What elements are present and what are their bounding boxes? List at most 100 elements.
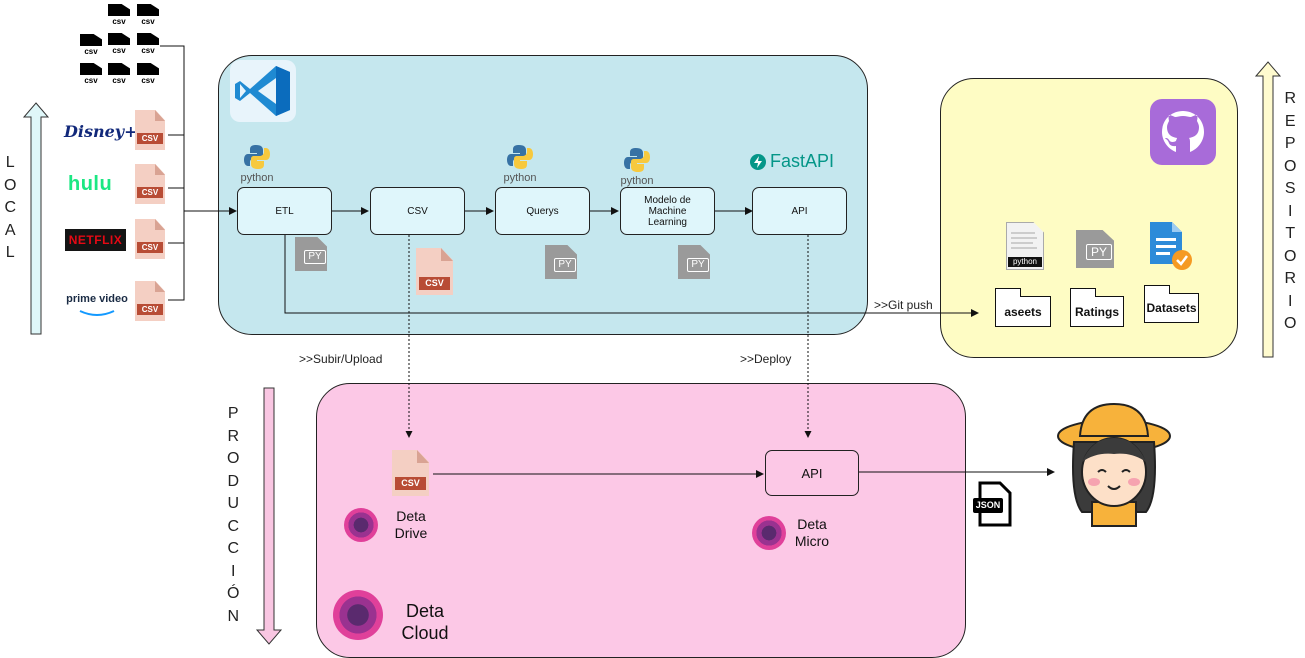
node-querys: Querys [495, 187, 590, 235]
csv-file-icon: CSV [392, 450, 429, 496]
py-file-icon: PY [1076, 230, 1114, 268]
side-label-letter: S [1284, 180, 1296, 197]
production-arrow [255, 387, 283, 645]
py-file-icon: PY [295, 237, 327, 271]
side-label-letter: C [4, 199, 16, 216]
netflix-logo: NETFLIX [65, 229, 126, 251]
local-arrow [22, 102, 50, 335]
csv-mini-icon: csv [80, 34, 102, 58]
side-label-letter: C [227, 540, 239, 557]
deta-cloud-icon [333, 590, 383, 640]
folder-label: Datasets [1146, 301, 1197, 315]
node-ml-model: Modelo de Machine Learning [620, 187, 715, 235]
folder-ratings: Ratings [1070, 288, 1124, 327]
git-push-label: >>Git push [874, 298, 933, 312]
side-label-letter: O [1284, 157, 1297, 175]
side-label-letter: R [1284, 90, 1296, 107]
csv-file-icon: CSV [416, 248, 453, 295]
csv-file-icon: CSV [135, 281, 165, 321]
csv-file-icon: CSV [135, 219, 165, 259]
python-doc-icon: python [1006, 222, 1044, 270]
disney-plus-logo: Disney+ [64, 122, 138, 141]
side-label-letter: E [1284, 112, 1296, 130]
document-check-icon [1150, 222, 1192, 270]
deta-micro-label: Deta Micro [794, 516, 830, 549]
csv-mini-icon: csv [108, 63, 130, 87]
python-logo: python [500, 144, 540, 184]
user-avatar [1057, 402, 1171, 527]
csv-mini-icon: csv [108, 33, 130, 57]
csv-file-icon: CSV [135, 110, 165, 150]
python-logo: python [617, 147, 657, 187]
side-label-letter: O [227, 450, 240, 467]
folder-label: aseets [1004, 304, 1042, 319]
side-label-letter: R [1284, 270, 1296, 287]
deta-micro-icon [752, 516, 786, 550]
side-label-letter: L [5, 244, 15, 261]
deta-drive-icon [344, 508, 378, 542]
side-label-letter: P [1284, 135, 1296, 152]
py-file-icon: PY [545, 245, 577, 279]
node-api: API [752, 187, 847, 235]
side-label-letter: L [5, 154, 15, 171]
deta-drive-label: Deta Drive [394, 508, 428, 541]
side-label-letter: O [4, 176, 17, 194]
node-csv: CSV [370, 187, 465, 235]
prime-smile-icon [79, 310, 115, 316]
csv-mini-icon: csv [137, 4, 159, 28]
deta-cloud-label: Deta Cloud [401, 601, 449, 643]
side-label-letter: D [227, 472, 239, 490]
source-bracket-line [160, 45, 185, 301]
side-label-letter: P [227, 405, 239, 422]
prime-video-logo: prime video [66, 293, 128, 323]
side-label-letter: O [1284, 247, 1297, 265]
side-label-letter: C [227, 517, 239, 535]
csv-mini-icon: csv [137, 63, 159, 87]
side-label-letter: N [227, 607, 239, 625]
fastapi-label: FastAPI [770, 151, 835, 171]
python-icon [244, 145, 270, 169]
prime-video-text: prime video [66, 293, 128, 305]
csv-mini-icon: csv [137, 33, 159, 57]
python-label: python [240, 172, 274, 184]
side-label-letter: I [231, 562, 236, 580]
python-icon [624, 148, 650, 172]
json-file-icon [973, 481, 1012, 527]
folder-datasets: Datasets [1144, 285, 1199, 323]
side-label-letter: A [4, 221, 16, 239]
github-icon [1150, 99, 1216, 165]
vscode-icon [230, 60, 296, 122]
py-file-icon: PY [678, 245, 710, 279]
side-label-letter: U [227, 495, 239, 512]
python-icon [507, 145, 533, 169]
side-label-letter: T [1285, 225, 1296, 242]
python-doc-label: python [1008, 257, 1042, 267]
edge-git-push [284, 235, 979, 317]
production-api-node: API [765, 450, 859, 496]
csv-file-icon: CSV [135, 164, 165, 204]
deploy-label: >>Deploy [740, 352, 792, 366]
fastapi-logo: FastAPI [750, 151, 834, 172]
side-label-letter: O [1284, 315, 1297, 332]
repo-arrow [1254, 61, 1282, 358]
csv-mini-icon: csv [108, 4, 130, 28]
upload-label: >>Subir/Upload [299, 352, 383, 366]
side-label-letter: I [1288, 292, 1293, 310]
hulu-logo: hulu [68, 173, 113, 195]
node-etl: ETL [237, 187, 332, 235]
python-label: python [620, 175, 654, 187]
json-label: JSON [975, 500, 1001, 510]
side-label-letter: Ó [227, 585, 240, 602]
side-label-letter: R [227, 427, 239, 445]
folder-label: Ratings [1074, 304, 1119, 319]
side-label-letter: I [1288, 202, 1293, 220]
python-label: python [503, 172, 537, 184]
bolt-icon [750, 153, 766, 170]
csv-mini-icon: csv [80, 63, 102, 87]
python-logo: python [237, 144, 277, 184]
folder-aseets: aseets [995, 288, 1051, 327]
